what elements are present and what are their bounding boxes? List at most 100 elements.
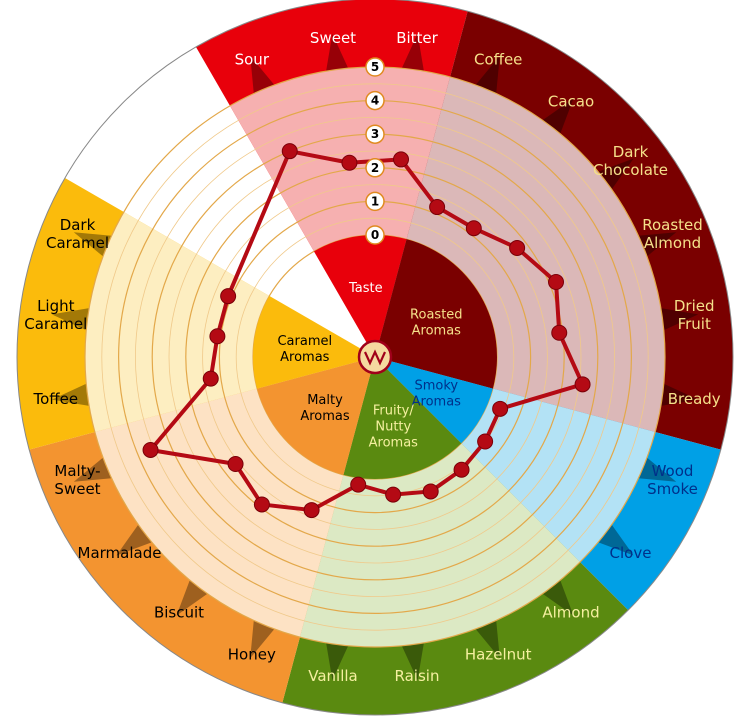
group-label-taste: Taste bbox=[348, 281, 383, 296]
tick-badge bbox=[365, 225, 385, 245]
data-point-almond bbox=[453, 461, 470, 478]
grid-ring-minor bbox=[202, 184, 548, 530]
ring-notch bbox=[542, 98, 574, 134]
ring-notch bbox=[116, 524, 152, 556]
ring-notch bbox=[638, 457, 677, 482]
category-label-line: Smoke bbox=[647, 480, 698, 498]
category-label-almond: Almond bbox=[542, 604, 599, 622]
category-label-line: Honey bbox=[228, 646, 276, 664]
group-label-line: Fruity/ bbox=[373, 403, 415, 418]
category-label-line: Bready bbox=[668, 390, 721, 408]
category-label-coffee: Coffee bbox=[474, 51, 522, 69]
ring-notch bbox=[250, 620, 275, 659]
group-wedge-fruity-nutty-aromas bbox=[343, 357, 462, 479]
category-label-line: Wood bbox=[652, 462, 694, 480]
category-label-line: Raisin bbox=[395, 667, 440, 685]
category-label-line: Cacao bbox=[548, 93, 594, 111]
group-label-line: Aromas bbox=[412, 324, 462, 339]
group-label-line: Caramel bbox=[277, 334, 332, 349]
ring-notch bbox=[401, 33, 424, 72]
group-label-line: Aromas bbox=[369, 435, 419, 450]
ring-notch bbox=[176, 580, 208, 616]
data-point-sweet bbox=[341, 154, 358, 171]
data-point-light-caramel bbox=[209, 328, 226, 345]
data-point-malty-sweet bbox=[142, 441, 159, 458]
ring-notch bbox=[401, 642, 424, 681]
ring-notch bbox=[542, 580, 574, 616]
category-label-sour: Sour bbox=[235, 51, 270, 69]
group-label-line: Roasted bbox=[410, 308, 463, 323]
data-point-dried-fruit bbox=[551, 324, 568, 341]
category-label-line: Sweet bbox=[310, 29, 356, 47]
category-label-biscuit: Biscuit bbox=[154, 604, 204, 622]
ring-notch bbox=[598, 524, 634, 556]
category-label-bitter: Bitter bbox=[396, 29, 438, 47]
category-label-line: Coffee bbox=[474, 51, 522, 69]
category-label-line: Malty- bbox=[54, 462, 100, 480]
tick-label-5: 5 bbox=[371, 60, 379, 74]
group-wedges bbox=[252, 234, 497, 479]
category-label-line: Biscuit bbox=[154, 604, 204, 622]
ring-notch bbox=[326, 33, 349, 72]
ring-notch bbox=[326, 642, 349, 681]
ring-notch bbox=[638, 232, 677, 257]
category-label-marmalade: Marmalade bbox=[78, 544, 162, 562]
group-label-line: Aromas bbox=[300, 409, 350, 424]
category-label-line: Dried bbox=[674, 297, 715, 315]
grid-ring-minor bbox=[168, 150, 582, 564]
ring-notch bbox=[73, 457, 112, 482]
outer-rim bbox=[16, 0, 734, 716]
ring-notch bbox=[51, 383, 90, 406]
group-label-line: Malty bbox=[307, 393, 343, 408]
group-wedge-malty-aromas bbox=[257, 357, 375, 475]
data-point-bready bbox=[574, 376, 591, 393]
category-label-toffee: Toffee bbox=[33, 390, 79, 408]
band-taste bbox=[230, 66, 451, 358]
data-point-toffee bbox=[202, 370, 219, 387]
category-label-line: Fruit bbox=[678, 315, 711, 333]
band-caramel-aromas bbox=[84, 212, 375, 433]
category-label-line: Caramel bbox=[24, 315, 87, 333]
center-logo bbox=[357, 339, 393, 375]
group-label-line: Nutty bbox=[375, 419, 411, 434]
grid-ring-minor bbox=[235, 217, 515, 497]
data-point-biscuit bbox=[253, 496, 270, 513]
category-label-line: Toffee bbox=[33, 390, 79, 408]
category-label-line: Bitter bbox=[396, 29, 438, 47]
tick-label-2: 2 bbox=[371, 161, 379, 175]
category-label-line: Sour bbox=[235, 51, 270, 69]
category-label-line: Dark bbox=[60, 216, 96, 234]
data-point-hazelnut bbox=[422, 483, 439, 500]
group-label-line: Smoky bbox=[414, 378, 458, 393]
category-label-line: Roasted bbox=[642, 216, 703, 234]
data-series bbox=[142, 143, 591, 519]
data-point-clove bbox=[477, 433, 494, 450]
ring-notch bbox=[660, 308, 699, 331]
category-label-raisin: Raisin bbox=[395, 667, 440, 685]
tick-label-1: 1 bbox=[371, 194, 379, 208]
group-label-line: Aromas bbox=[280, 350, 330, 365]
category-label-malty-sweet: Malty-Sweet bbox=[54, 462, 100, 498]
category-label-line: Almond bbox=[542, 604, 599, 622]
category-label-line: Almond bbox=[644, 234, 701, 252]
tick-label-4: 4 bbox=[371, 94, 379, 108]
group-label-line: Taste bbox=[348, 281, 383, 296]
data-point-vanilla bbox=[350, 476, 367, 493]
ring-notch bbox=[660, 383, 699, 406]
data-point-coffee bbox=[429, 199, 446, 216]
center-emblem-mark bbox=[363, 349, 387, 366]
ring-notch bbox=[475, 55, 500, 94]
